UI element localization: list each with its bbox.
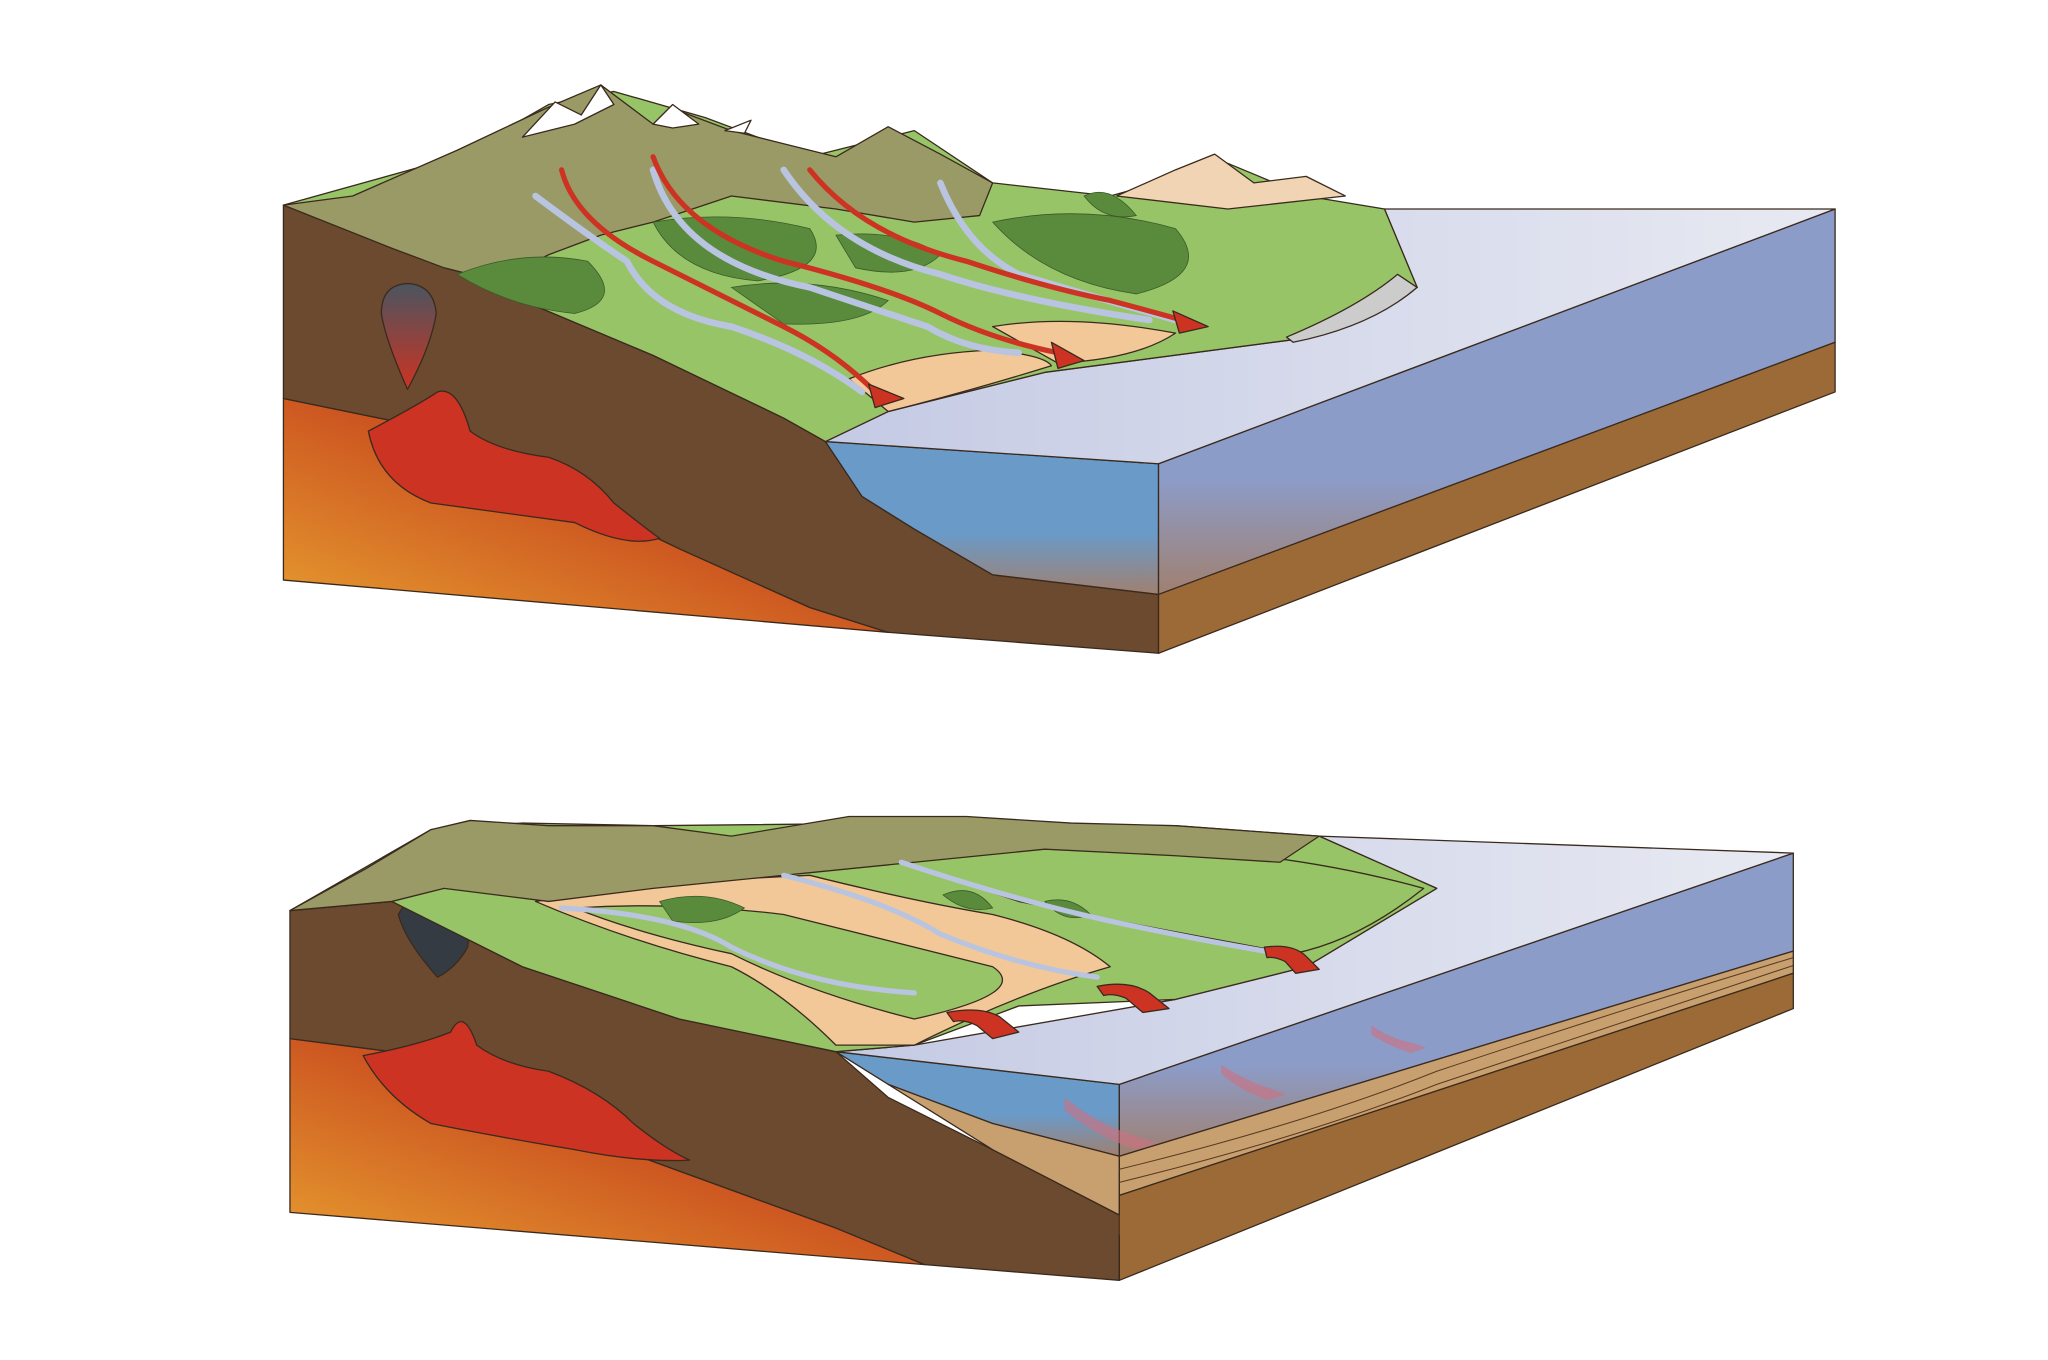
forest-patch	[730, 282, 889, 325]
distant-mountain	[1116, 153, 1346, 210]
arrowhead	[867, 383, 905, 409]
flow-arrow	[1096, 983, 1170, 1014]
bottom-block	[289, 815, 1794, 1281]
sediment-lines	[1118, 957, 1794, 1235]
flow-arrow	[1371, 1025, 1427, 1053]
rivers	[559, 859, 1283, 996]
arrowheads	[867, 310, 1209, 409]
strata-line	[1119, 957, 1794, 1170]
magma-chamber	[362, 1021, 691, 1162]
river	[532, 192, 866, 396]
rivers	[532, 166, 1179, 396]
hills	[289, 815, 1320, 912]
river	[781, 872, 1100, 980]
sediment-arrows	[946, 945, 1320, 1040]
river	[898, 859, 1283, 957]
river	[649, 166, 1023, 357]
magma-plume	[380, 282, 437, 390]
arrowhead	[1172, 310, 1209, 334]
forest-patch	[1083, 191, 1138, 218]
river	[780, 166, 1153, 324]
flow-arrow	[650, 154, 1061, 356]
delta-cliff	[1285, 273, 1418, 343]
magma-chamber	[367, 390, 661, 542]
forest-patch	[456, 256, 605, 314]
sediment-side	[1118, 972, 1794, 1281]
snow-caps	[521, 84, 752, 138]
river	[559, 905, 917, 996]
flow-arrow	[1064, 1097, 1156, 1150]
underwater-arrows	[1064, 1025, 1427, 1150]
flow-arrow	[559, 167, 878, 395]
flow-arrow	[1221, 1064, 1287, 1101]
flow-arrow	[946, 1009, 1020, 1040]
forests	[456, 191, 1189, 325]
forest-patch	[658, 895, 746, 924]
flow-arrow	[1263, 945, 1320, 974]
beach	[848, 320, 1177, 413]
strata-line	[1119, 964, 1794, 1183]
forest-patch	[942, 890, 994, 910]
erosion-arrows	[559, 154, 1185, 395]
flow-arrow	[807, 167, 1185, 323]
sediment-side	[1157, 341, 1836, 654]
arrowhead	[1050, 341, 1085, 370]
top-block	[282, 84, 1836, 654]
forest-patch	[991, 213, 1189, 295]
